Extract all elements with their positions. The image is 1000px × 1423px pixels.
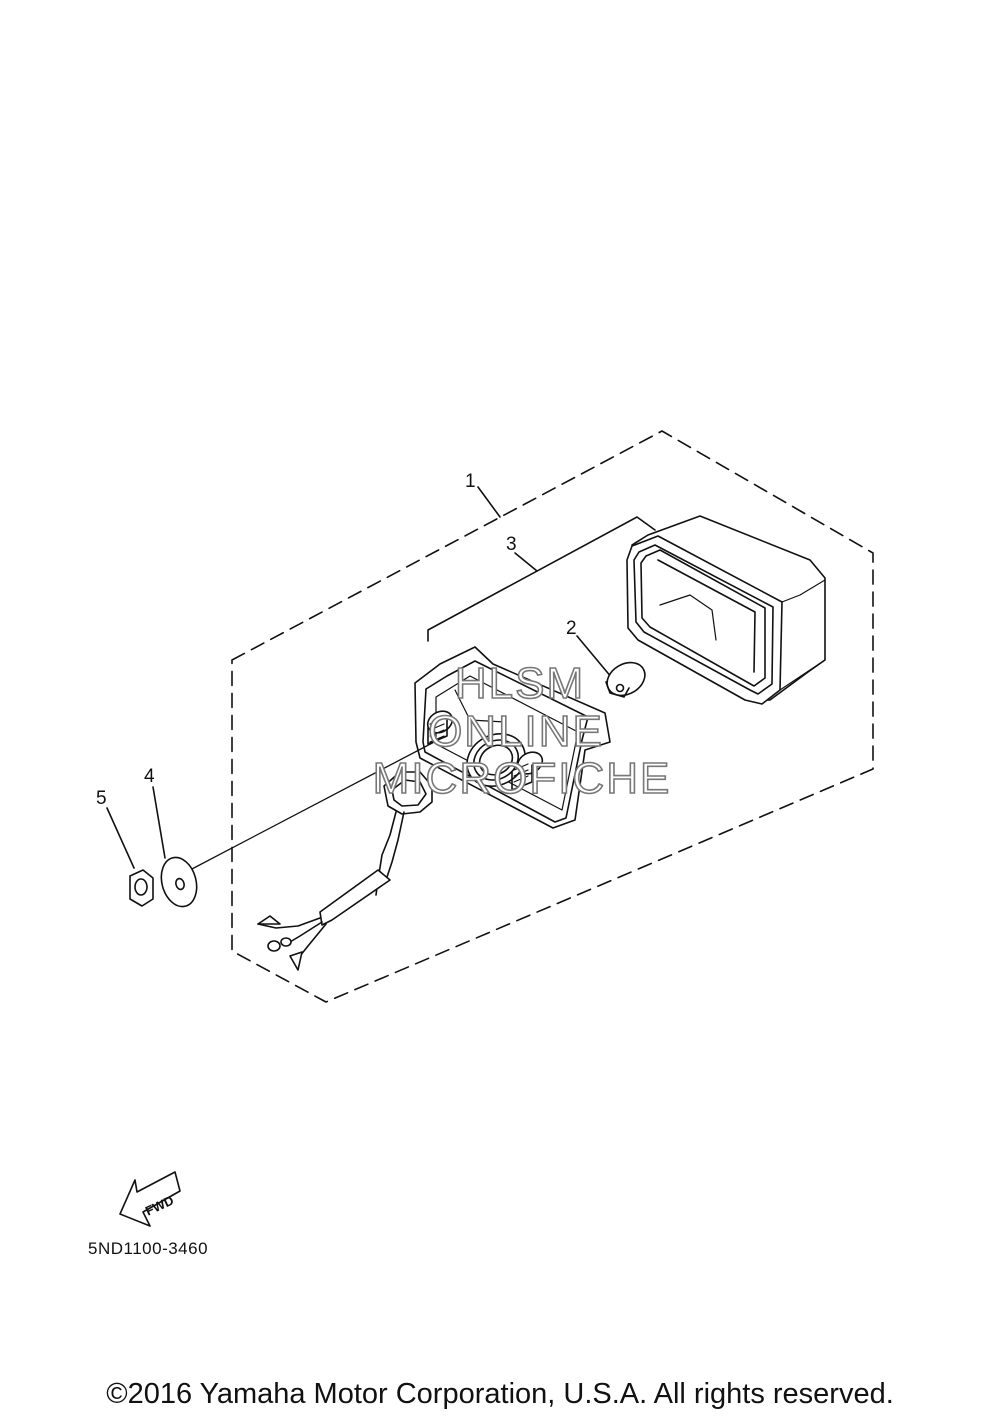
- watermark-line-1: HLSM: [455, 659, 585, 708]
- bulb-socket-cord: [257, 771, 433, 971]
- callout-2: 2: [566, 618, 577, 639]
- tail-light-lens: [626, 515, 826, 705]
- nut: [129, 869, 154, 907]
- callout-5: 5: [96, 788, 107, 809]
- mounting-stud-left: [426, 710, 454, 745]
- callout-leader-4: [152, 786, 166, 859]
- washer: [160, 856, 198, 908]
- watermark-line-2: ONLINE: [428, 707, 604, 756]
- copyright-notice: ©2016 Yamaha Motor Corporation, U.S.A. A…: [106, 1378, 894, 1410]
- watermark: HLSM ONLINE MICROFICHE: [372, 658, 672, 804]
- assembly-boundary: [231, 430, 874, 1003]
- callout-4: 4: [144, 766, 155, 787]
- callout-leader-1: [477, 486, 501, 518]
- callout-leader-3: [514, 552, 538, 572]
- callout-leader-2: [576, 635, 613, 679]
- mounting-stud-right: [511, 751, 544, 791]
- bulb: [605, 661, 646, 698]
- callout-1: 1: [465, 471, 476, 492]
- callout-leader-5: [106, 807, 135, 869]
- diagram-code: 5ND1100-3460: [88, 1239, 209, 1258]
- lens-bracket-line: [427, 516, 656, 642]
- watermark-line-3: MICROFICHE: [373, 754, 672, 803]
- assembly-axis-line: [189, 739, 439, 871]
- bulb-socket-hole: [466, 733, 526, 787]
- callout-3: 3: [506, 534, 517, 555]
- fwd-arrow-icon: [119, 1171, 181, 1227]
